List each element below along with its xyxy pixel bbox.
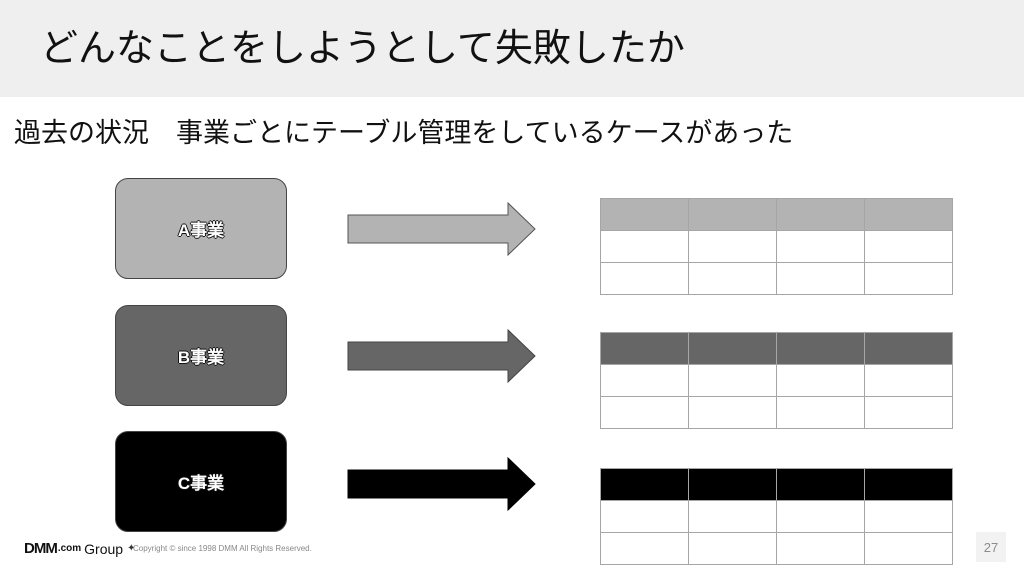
- table-cell: [688, 364, 777, 397]
- table-c: [600, 468, 953, 565]
- table-row: [600, 262, 953, 295]
- dmm-group-logo: DMM .com Group ✦: [24, 540, 135, 557]
- table-header-cell: [688, 468, 777, 501]
- table-cell: [776, 500, 865, 533]
- table-header-cell: [776, 332, 865, 365]
- table-header-row: [600, 332, 953, 365]
- title-bar: どんなことをしようとして失敗したか: [0, 0, 1024, 97]
- table-cell: [864, 364, 953, 397]
- table-cell: [688, 262, 777, 295]
- table-header-cell: [600, 332, 689, 365]
- table-row: [600, 532, 953, 565]
- table-a: [600, 198, 953, 295]
- business-box-b: B事業: [115, 305, 287, 406]
- business-label-b: B事業: [177, 348, 225, 367]
- table-header-cell: [864, 332, 953, 365]
- table-cell: [776, 364, 865, 397]
- business-label-a: A事業: [177, 221, 225, 240]
- table-cell: [688, 532, 777, 565]
- copyright-text: Copyright © since 1998 DMM All Rights Re…: [133, 544, 312, 553]
- table-cell: [600, 396, 689, 429]
- logo-dmm-text: DMM: [24, 540, 58, 557]
- table-row: [600, 500, 953, 533]
- table-cell: [688, 396, 777, 429]
- table-row: [600, 396, 953, 429]
- table-header-row: [600, 198, 953, 231]
- table-b: [600, 332, 953, 429]
- business-label-c: C事業: [177, 474, 225, 493]
- table-cell: [600, 532, 689, 565]
- table-cell: [776, 230, 865, 263]
- table-header-cell: [600, 198, 689, 231]
- table-header-row: [600, 468, 953, 501]
- table-cell: [600, 364, 689, 397]
- table-cell: [864, 262, 953, 295]
- table-cell: [776, 396, 865, 429]
- table-header-cell: [864, 468, 953, 501]
- table-cell: [864, 230, 953, 263]
- arrow-c-icon: [347, 456, 536, 512]
- table-cell: [600, 262, 689, 295]
- logo-group-text: Group: [84, 540, 124, 557]
- slide-title: どんなことをしようとして失敗したか: [40, 26, 685, 70]
- table-cell: [600, 230, 689, 263]
- table-cell: [688, 230, 777, 263]
- table-cell: [864, 532, 953, 565]
- table-row: [600, 364, 953, 397]
- table-cell: [864, 500, 953, 533]
- arrow-a-icon: [347, 201, 536, 257]
- table-header-cell: [776, 198, 865, 231]
- logo-com-text: .com: [57, 543, 82, 554]
- table-row: [600, 230, 953, 263]
- table-header-cell: [776, 468, 865, 501]
- slide-subtitle: 過去の状況 事業ごとにテーブル管理をしているケースがあった: [14, 118, 794, 149]
- table-cell: [776, 262, 865, 295]
- table-header-cell: [688, 198, 777, 231]
- table-cell: [688, 500, 777, 533]
- table-cell: [600, 500, 689, 533]
- table-header-cell: [864, 198, 953, 231]
- table-header-cell: [688, 332, 777, 365]
- business-box-a: A事業: [115, 178, 287, 279]
- table-cell: [864, 396, 953, 429]
- table-header-cell: [600, 468, 689, 501]
- sparkle-icon: ✦: [127, 543, 136, 554]
- page-number: 27: [976, 532, 1006, 562]
- table-cell: [776, 532, 865, 565]
- business-box-c: C事業: [115, 431, 287, 532]
- arrow-b-icon: [347, 328, 536, 384]
